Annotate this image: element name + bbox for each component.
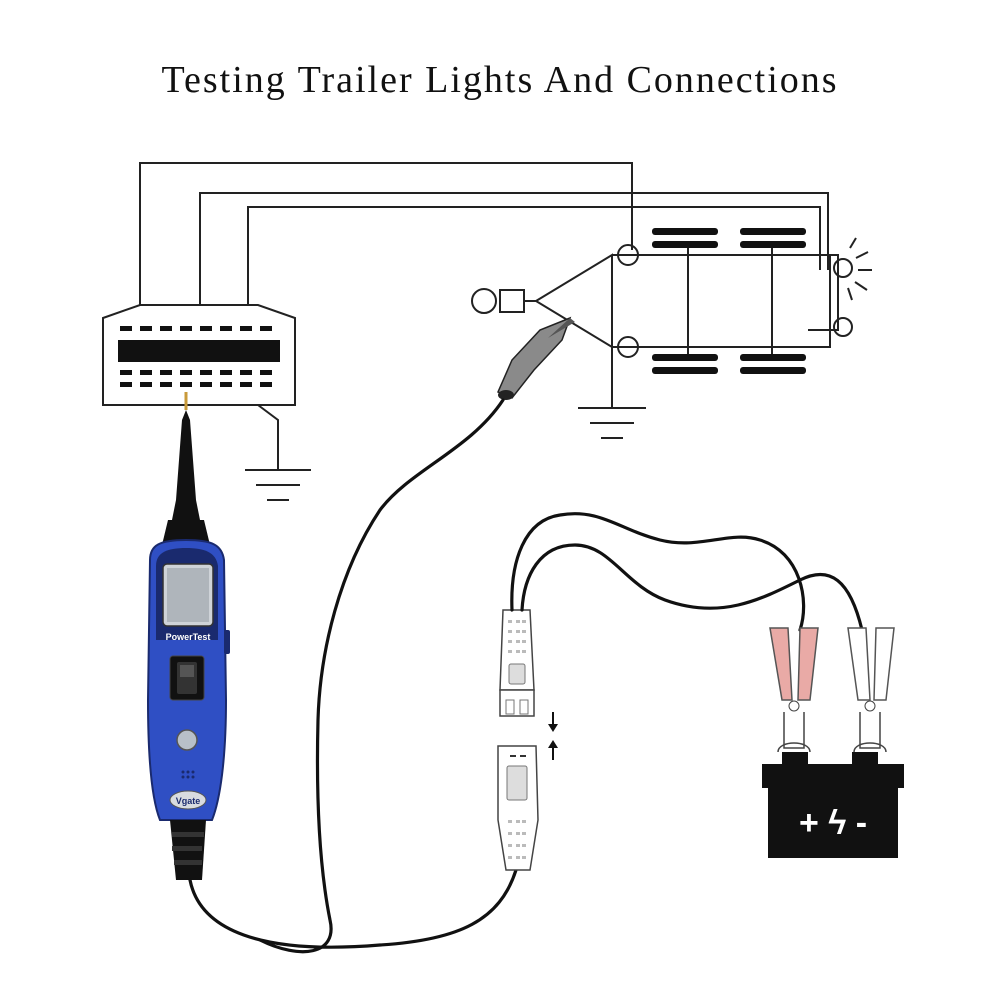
clamp-cable-positive (510, 512, 806, 632)
battery-clamp-negative (847, 627, 895, 753)
trailer-light-icon (847, 237, 872, 301)
device-brand: Vgate (176, 796, 201, 806)
plug-connector-bottom (497, 745, 539, 871)
device-strain-relief (170, 820, 206, 880)
clamp-cable-negative (520, 543, 864, 632)
arrow-down-icon (548, 712, 558, 732)
connector-wires (139, 162, 829, 305)
powertest-device: PowerTest Vgate (146, 538, 230, 821)
battery-icon: + ϟ - (762, 752, 904, 858)
page-title: Testing Trailer Lights And Connections (161, 59, 839, 101)
ground-symbol-left (245, 404, 311, 501)
alligator-clip (497, 316, 575, 400)
battery-clamp-positive (769, 627, 819, 753)
probe-tip (162, 392, 210, 545)
trailer (471, 228, 853, 374)
ground-lead-cable (258, 398, 505, 954)
arrow-up-icon (548, 740, 558, 760)
trailer-connector (102, 304, 296, 406)
power-switch-icon (169, 655, 205, 701)
device-label: PowerTest (166, 632, 211, 642)
ground-symbol-right (578, 347, 646, 439)
device-main-cable (188, 868, 518, 949)
plug-connector-top (499, 609, 535, 717)
speaker-grille (181, 770, 195, 779)
battery-symbol: + ϟ - (799, 804, 867, 842)
device-button (176, 729, 198, 751)
